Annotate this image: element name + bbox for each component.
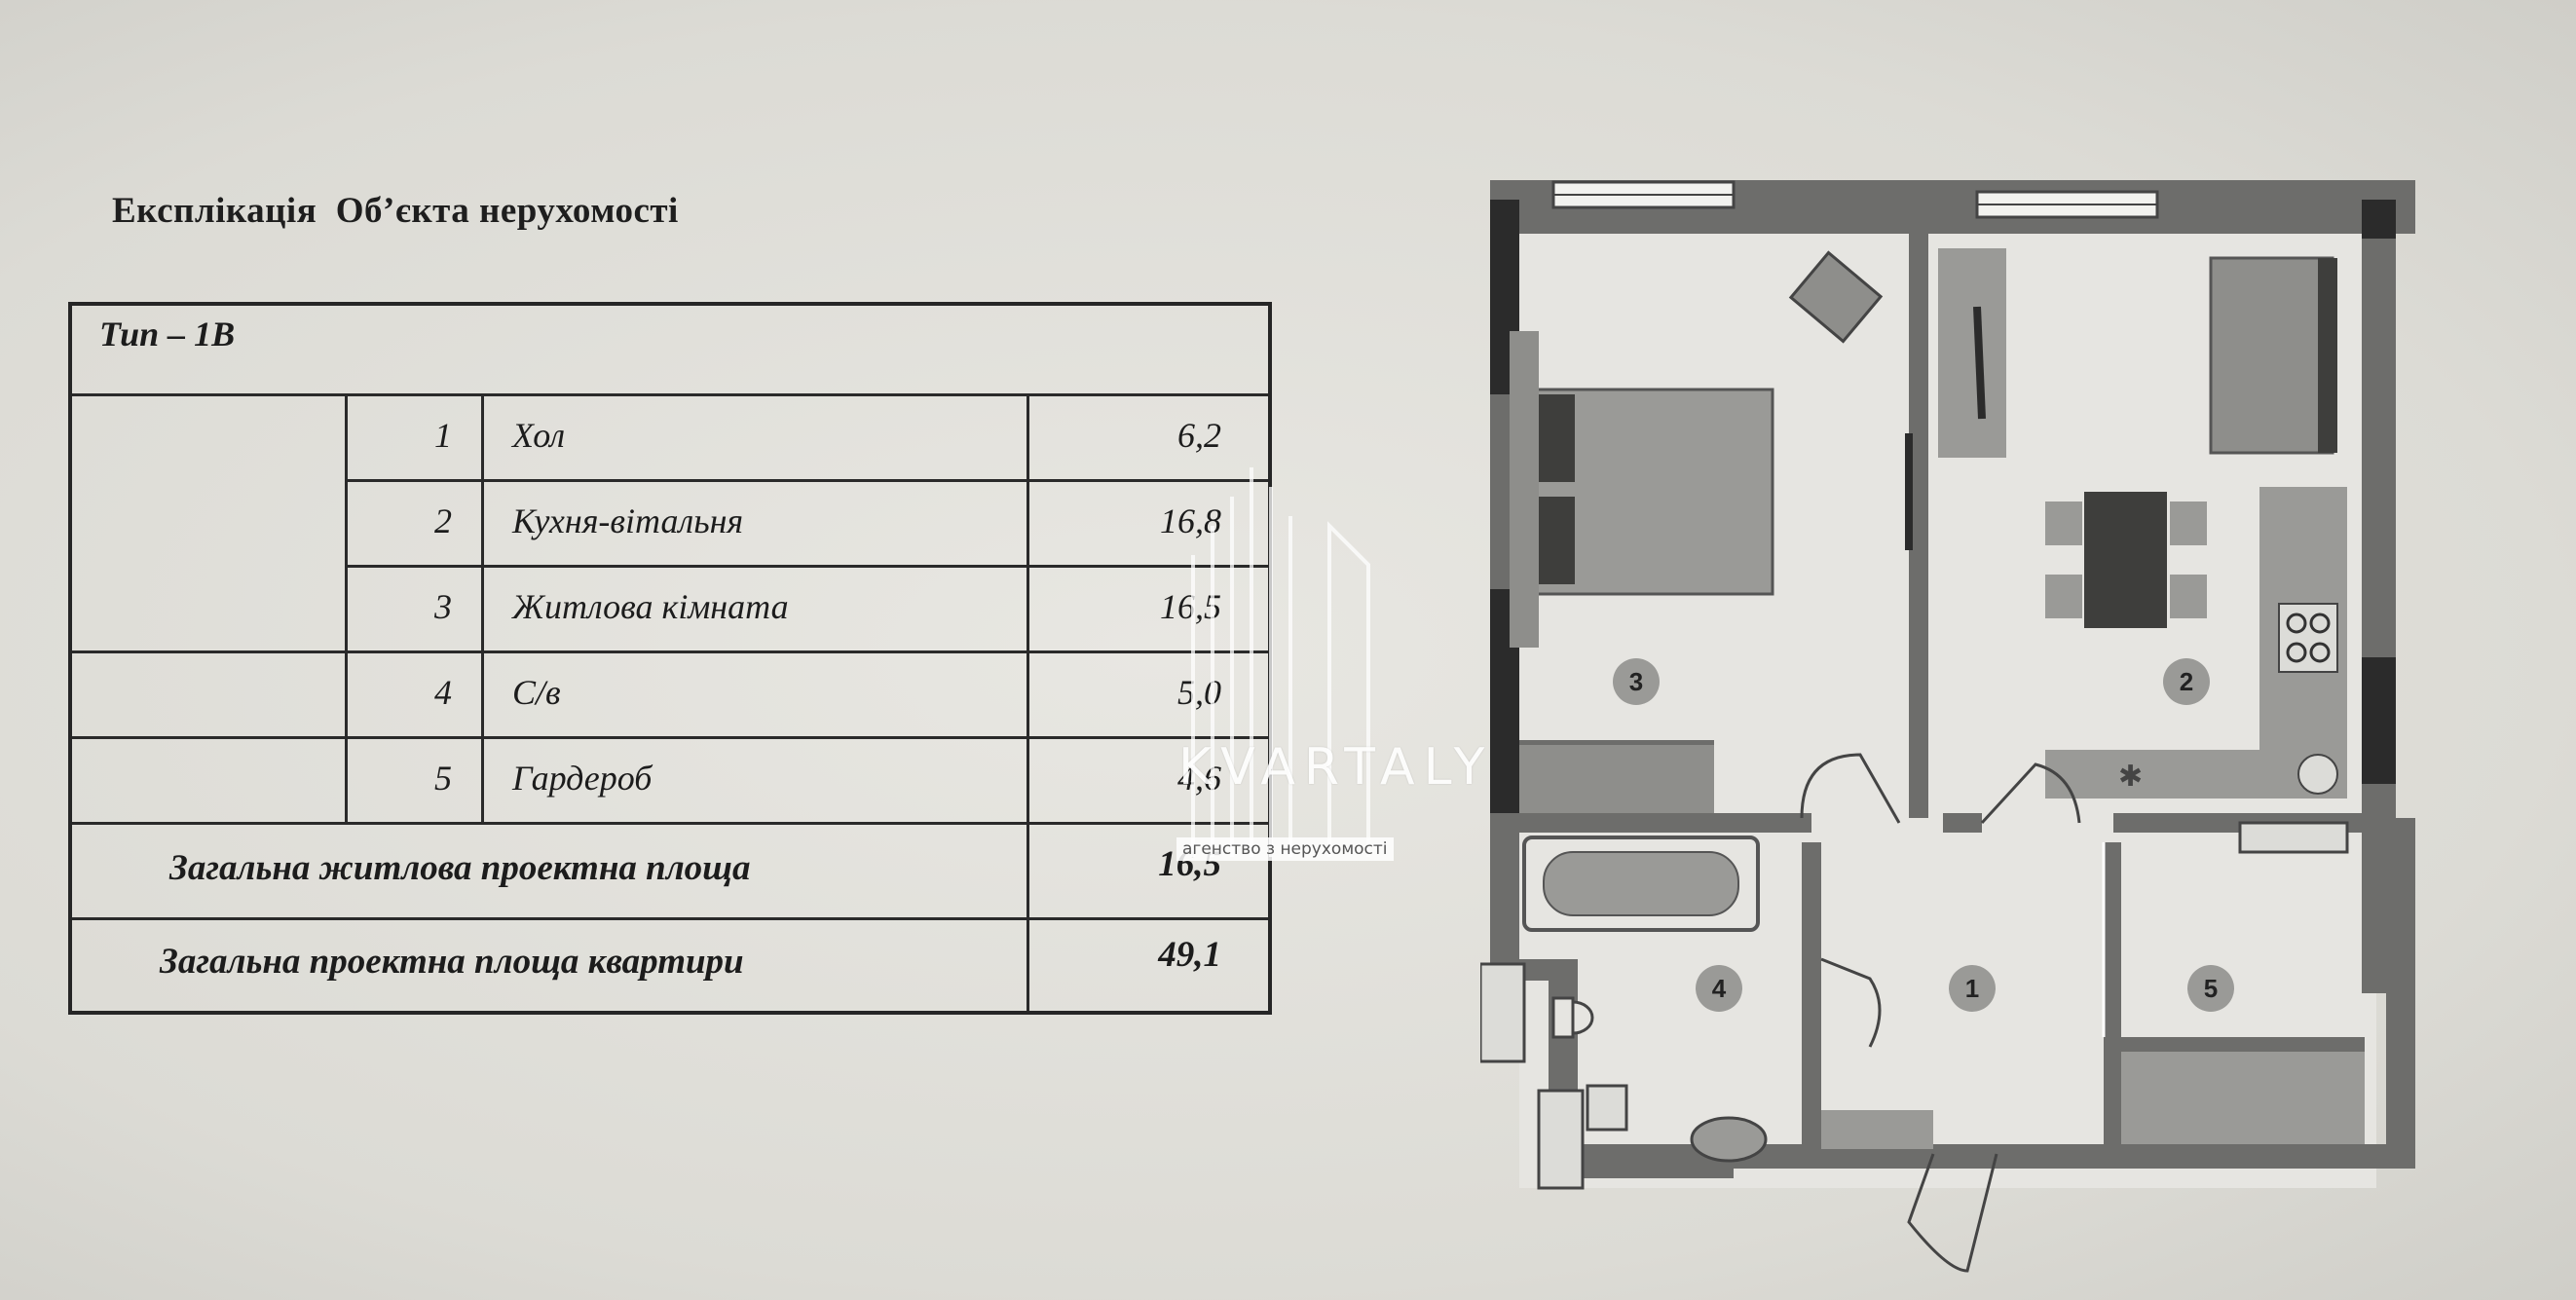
- row-number: 2: [434, 501, 452, 540]
- watermark-tagline: агенство з нерухомості: [1176, 837, 1394, 861]
- row-number: 1: [434, 416, 452, 455]
- kitchen-furniture: ✱: [1938, 248, 2349, 854]
- apartment-area-total-value: 49,1: [1158, 935, 1221, 975]
- room-area: 6,2: [1177, 416, 1221, 455]
- room-number-badges: 3 2 4 1 5: [1613, 658, 2234, 1012]
- room-number-1: 1: [1965, 974, 1979, 1003]
- table-divider: [345, 565, 1268, 568]
- room-number-5: 5: [2204, 974, 2218, 1003]
- living-area-total-label: Загальна житлова проектна площа: [169, 848, 751, 888]
- row-number: 5: [434, 759, 452, 798]
- room-name: Житлова кімната: [512, 587, 789, 626]
- table-divider: [72, 736, 1268, 739]
- apartment-type-label: Тип – 1В: [99, 315, 236, 353]
- table-divider: [72, 650, 1268, 653]
- table-divider: [72, 917, 1268, 920]
- apartment-area-total-label: Загальна проектна площа квартири: [160, 942, 744, 982]
- room-name: С/в: [512, 673, 561, 712]
- room-name: Кухня-вітальня: [512, 501, 744, 540]
- table-divider: [1027, 393, 1029, 1011]
- room-number-4: 4: [1712, 974, 1727, 1003]
- bathroom-furniture: [1480, 836, 1768, 1190]
- floor-plan: ✱ 3 2 4 1 5: [1480, 180, 2415, 1273]
- hall-furniture: [1821, 1052, 2365, 1149]
- room-name: Гардероб: [512, 759, 653, 798]
- table-divider: [481, 393, 484, 822]
- table-divider: [72, 393, 1268, 396]
- row-number: 3: [434, 587, 452, 626]
- room-name: Хол: [512, 416, 566, 455]
- explication-table: Тип – 1В 1 Хол 6,2 2 Кухня-вітальня 16,8…: [68, 302, 1272, 1015]
- table-divider: [345, 393, 348, 822]
- table-divider: [72, 822, 1268, 825]
- svg-text:✱: ✱: [2118, 760, 2143, 794]
- room-number-3: 3: [1629, 667, 1643, 696]
- windows: [1551, 180, 2159, 219]
- row-number: 4: [434, 673, 452, 712]
- bedroom-furniture: [1510, 250, 1913, 813]
- doors: [1800, 753, 2081, 1273]
- kvartaly-logo-icon: [1191, 467, 1370, 857]
- table-divider: [345, 479, 1268, 482]
- watermark-brand: KVARTALY: [1178, 738, 1494, 797]
- page-title: Експлікація Об’єкта нерухомості: [112, 191, 679, 231]
- room-number-2: 2: [2180, 667, 2193, 696]
